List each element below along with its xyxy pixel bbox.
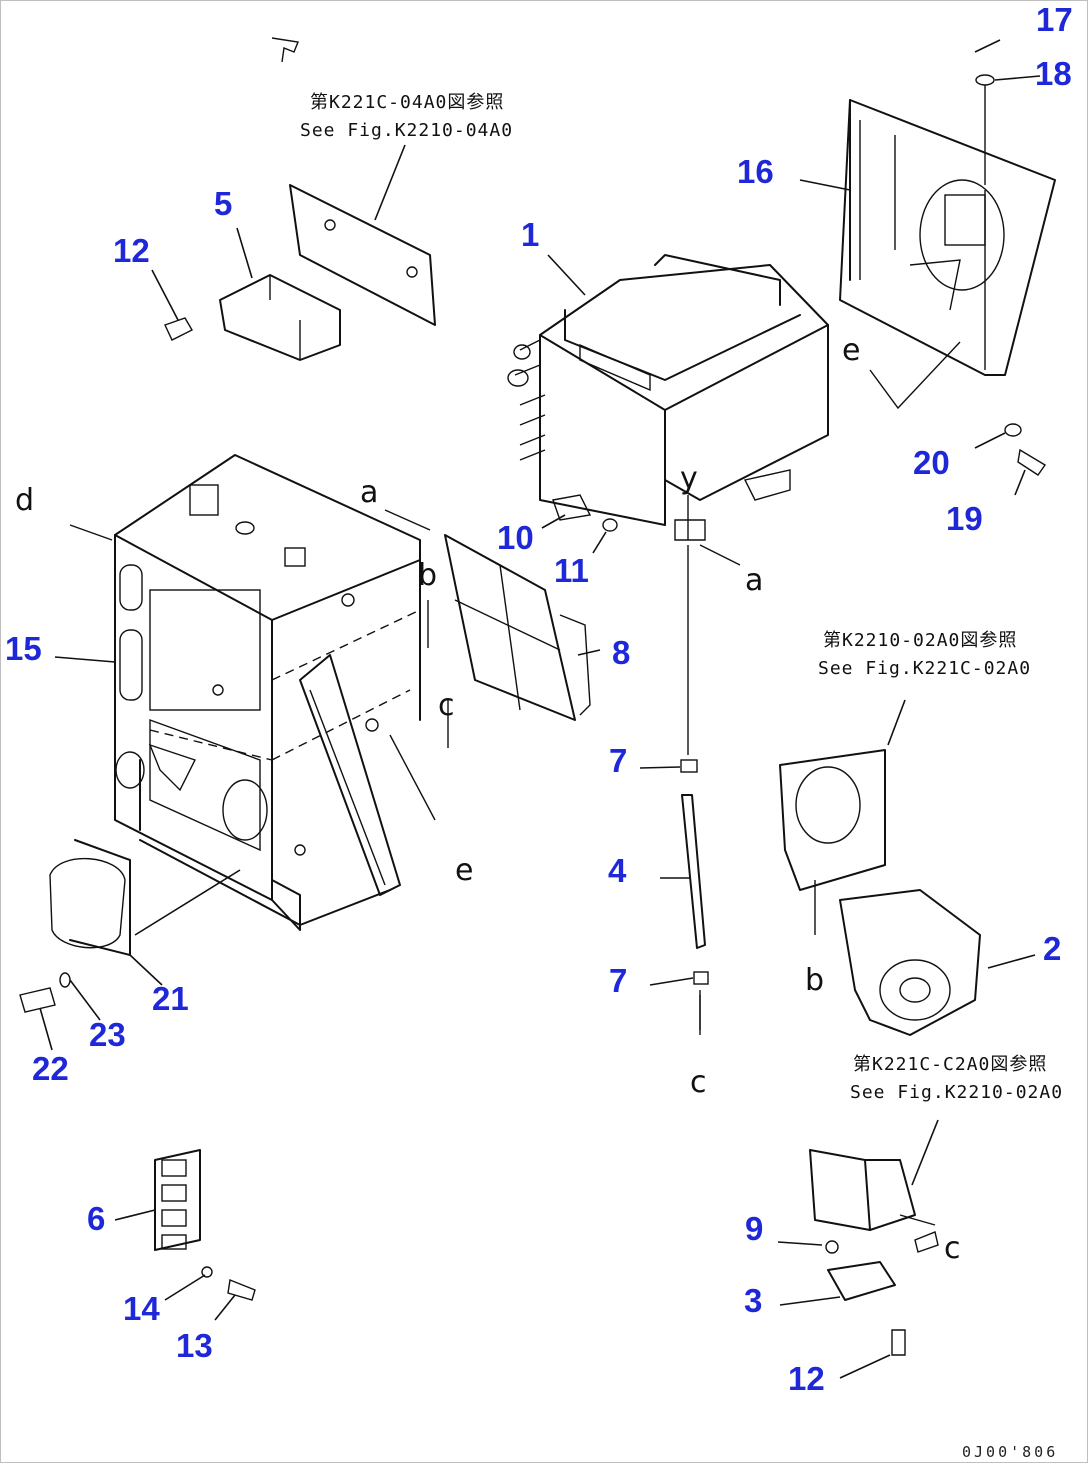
callout-2: 2 <box>1043 930 1061 967</box>
callout-15: 15 <box>5 630 42 667</box>
part-16-duct <box>839 99 1056 376</box>
connection-arrows <box>69 341 961 1226</box>
label-a-upper: a <box>360 475 378 510</box>
callouts: 1 2 3 4 5 6 7 7 8 9 10 11 12 12 13 14 15… <box>5 1 1073 1397</box>
callout-12-upper: 12 <box>113 232 150 269</box>
callout-21: 21 <box>152 980 189 1017</box>
part-4-hose <box>680 545 709 1030</box>
callout-16: 16 <box>737 153 774 190</box>
callout-23: 23 <box>89 1016 126 1053</box>
callout-18: 18 <box>1035 55 1072 92</box>
label-c-hose: c <box>690 1065 707 1100</box>
ref-02a0-top-en: See Fig.K221C-02A0 <box>818 658 1031 679</box>
ref-04a0-jp: 第K221C-04A0図参照 <box>310 92 504 113</box>
connection-letters: a a b b c c c d e e y <box>15 333 961 1266</box>
reference-notes: 第K221C-04A0図参照 See Fig.K2210-04A0 第K2210… <box>300 92 1063 1103</box>
label-e-left: e <box>455 853 473 888</box>
callout-7-lower: 7 <box>609 962 627 999</box>
callout-12-lower: 12 <box>788 1360 825 1397</box>
part-3-bracket <box>809 1149 916 1356</box>
callout-9: 9 <box>745 1210 763 1247</box>
callout-6: 6 <box>87 1200 105 1237</box>
part-8-filter <box>444 534 591 721</box>
callout-8: 8 <box>612 634 630 671</box>
leader-lines <box>39 39 1041 1379</box>
part-5-box <box>164 184 436 361</box>
callout-19: 19 <box>946 500 983 537</box>
label-c-right: c <box>944 1231 961 1266</box>
label-c-left: c <box>438 688 455 723</box>
label-b-lower: b <box>805 963 824 998</box>
callout-22: 22 <box>32 1050 69 1087</box>
label-e-right: e <box>842 333 860 368</box>
label-b-upper: b <box>418 558 437 593</box>
label-y: y <box>680 461 698 496</box>
callout-10: 10 <box>497 519 534 556</box>
part-15-housing <box>114 454 421 931</box>
ref-02a0-top-jp: 第K2210-02A0図参照 <box>823 630 1017 651</box>
label-a-lower: a <box>745 563 763 598</box>
label-d: d <box>15 483 34 518</box>
callout-7-upper: 7 <box>609 742 627 779</box>
callout-13: 13 <box>176 1327 213 1364</box>
callout-11: 11 <box>554 552 589 589</box>
part-2-fan <box>779 749 981 1036</box>
drawing-code: 0J00'806 <box>962 1443 1058 1461</box>
ref-04a0-en: See Fig.K2210-04A0 <box>300 120 513 141</box>
callout-5: 5 <box>214 185 232 222</box>
ref-02a0-bottom-en: See Fig.K2210-02A0 <box>850 1082 1063 1103</box>
callout-4: 4 <box>608 852 627 889</box>
callout-20: 20 <box>913 444 950 481</box>
part-6-block <box>154 1149 256 1301</box>
part-21-cover <box>49 839 131 956</box>
hardware <box>19 37 1047 1278</box>
callout-17: 17 <box>1036 1 1073 38</box>
ref-02a0-bottom-jp: 第K221C-C2A0図参照 <box>853 1054 1047 1075</box>
callout-3: 3 <box>744 1282 762 1319</box>
callout-1: 1 <box>521 216 539 253</box>
part-1-unit <box>507 254 829 541</box>
callout-14: 14 <box>123 1290 160 1327</box>
